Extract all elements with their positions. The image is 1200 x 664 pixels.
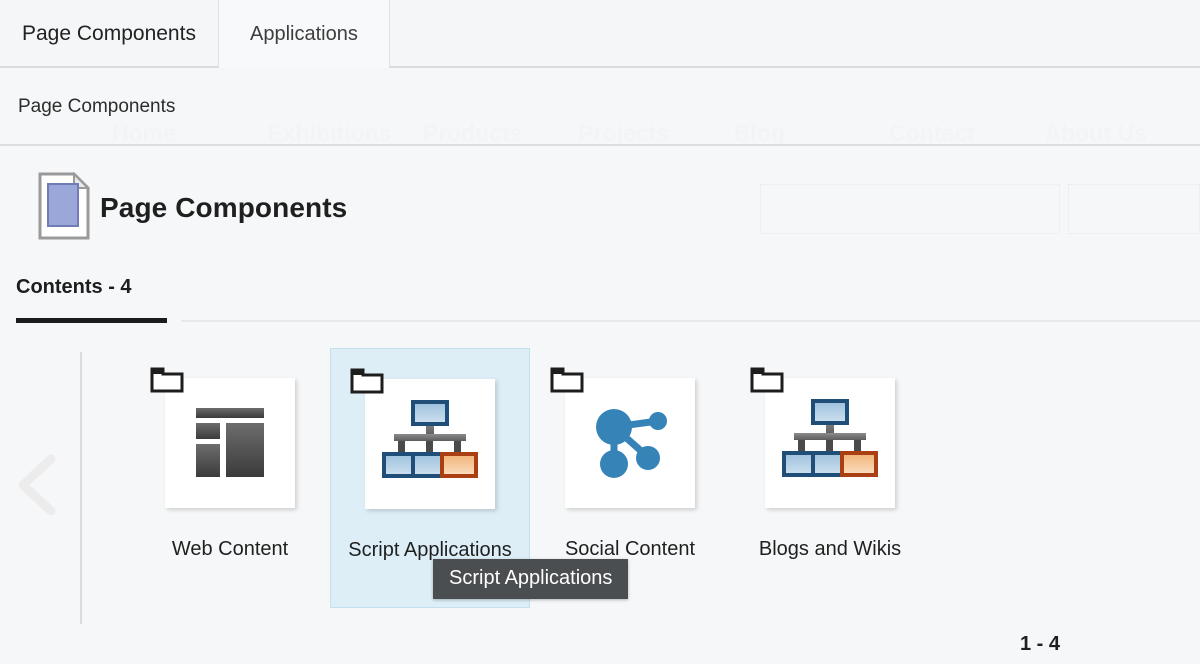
tooltip: Script Applications xyxy=(433,559,629,599)
tile-label: Web Content xyxy=(171,538,289,560)
tile-label: Social Content xyxy=(564,538,696,560)
folder-icon xyxy=(750,366,784,394)
pagination-range: 1 - 4 xyxy=(1019,633,1060,655)
tab-page-components[interactable]: Page Components xyxy=(0,0,218,68)
folder-icon xyxy=(150,366,184,394)
network-share-icon xyxy=(565,378,695,508)
tab-label: Applications xyxy=(250,22,358,45)
web-layout-icon xyxy=(165,378,295,508)
tab-label: Page Components xyxy=(22,22,196,45)
header-placeholder-box xyxy=(760,184,1060,234)
component-gallery: Web Content xyxy=(0,330,1200,664)
tab-contents[interactable]: Contents - 4 xyxy=(16,276,132,298)
contents-tab-bar: Contents - 4 xyxy=(0,266,1200,328)
breadcrumb-bar: Page Components xyxy=(0,70,1200,146)
active-tab-underline xyxy=(16,318,167,323)
page-title: Page Components xyxy=(100,192,348,223)
tile-thumbnail xyxy=(150,367,295,508)
breadcrumb[interactable]: Page Components xyxy=(18,96,176,117)
tab-bar-rule xyxy=(181,320,1200,322)
chevron-left-icon[interactable] xyxy=(10,450,62,520)
gallery-divider xyxy=(80,352,82,624)
page-document-icon xyxy=(38,171,91,240)
tile-label: Script Applications xyxy=(348,539,512,561)
gallery-tile-web-content[interactable]: Web Content xyxy=(130,348,330,608)
tile-label: Blogs and Wikis xyxy=(758,538,902,560)
page-header: Page Components xyxy=(0,148,1200,260)
header-placeholder-box xyxy=(1068,184,1200,234)
hierarchy-icon xyxy=(365,379,495,509)
folder-icon xyxy=(550,366,584,394)
tile-thumbnail xyxy=(750,367,895,508)
folder-icon xyxy=(350,367,384,395)
hierarchy-icon xyxy=(765,378,895,508)
gallery-tile-social-content[interactable]: Social Content xyxy=(530,348,730,608)
tile-thumbnail xyxy=(550,367,695,508)
tab-applications[interactable]: Applications xyxy=(217,0,390,68)
gallery-tile-blogs-and-wikis[interactable]: Blogs and Wikis xyxy=(730,348,930,608)
tab-strip: Page Components Applications xyxy=(0,0,1200,68)
tile-thumbnail xyxy=(350,368,495,509)
